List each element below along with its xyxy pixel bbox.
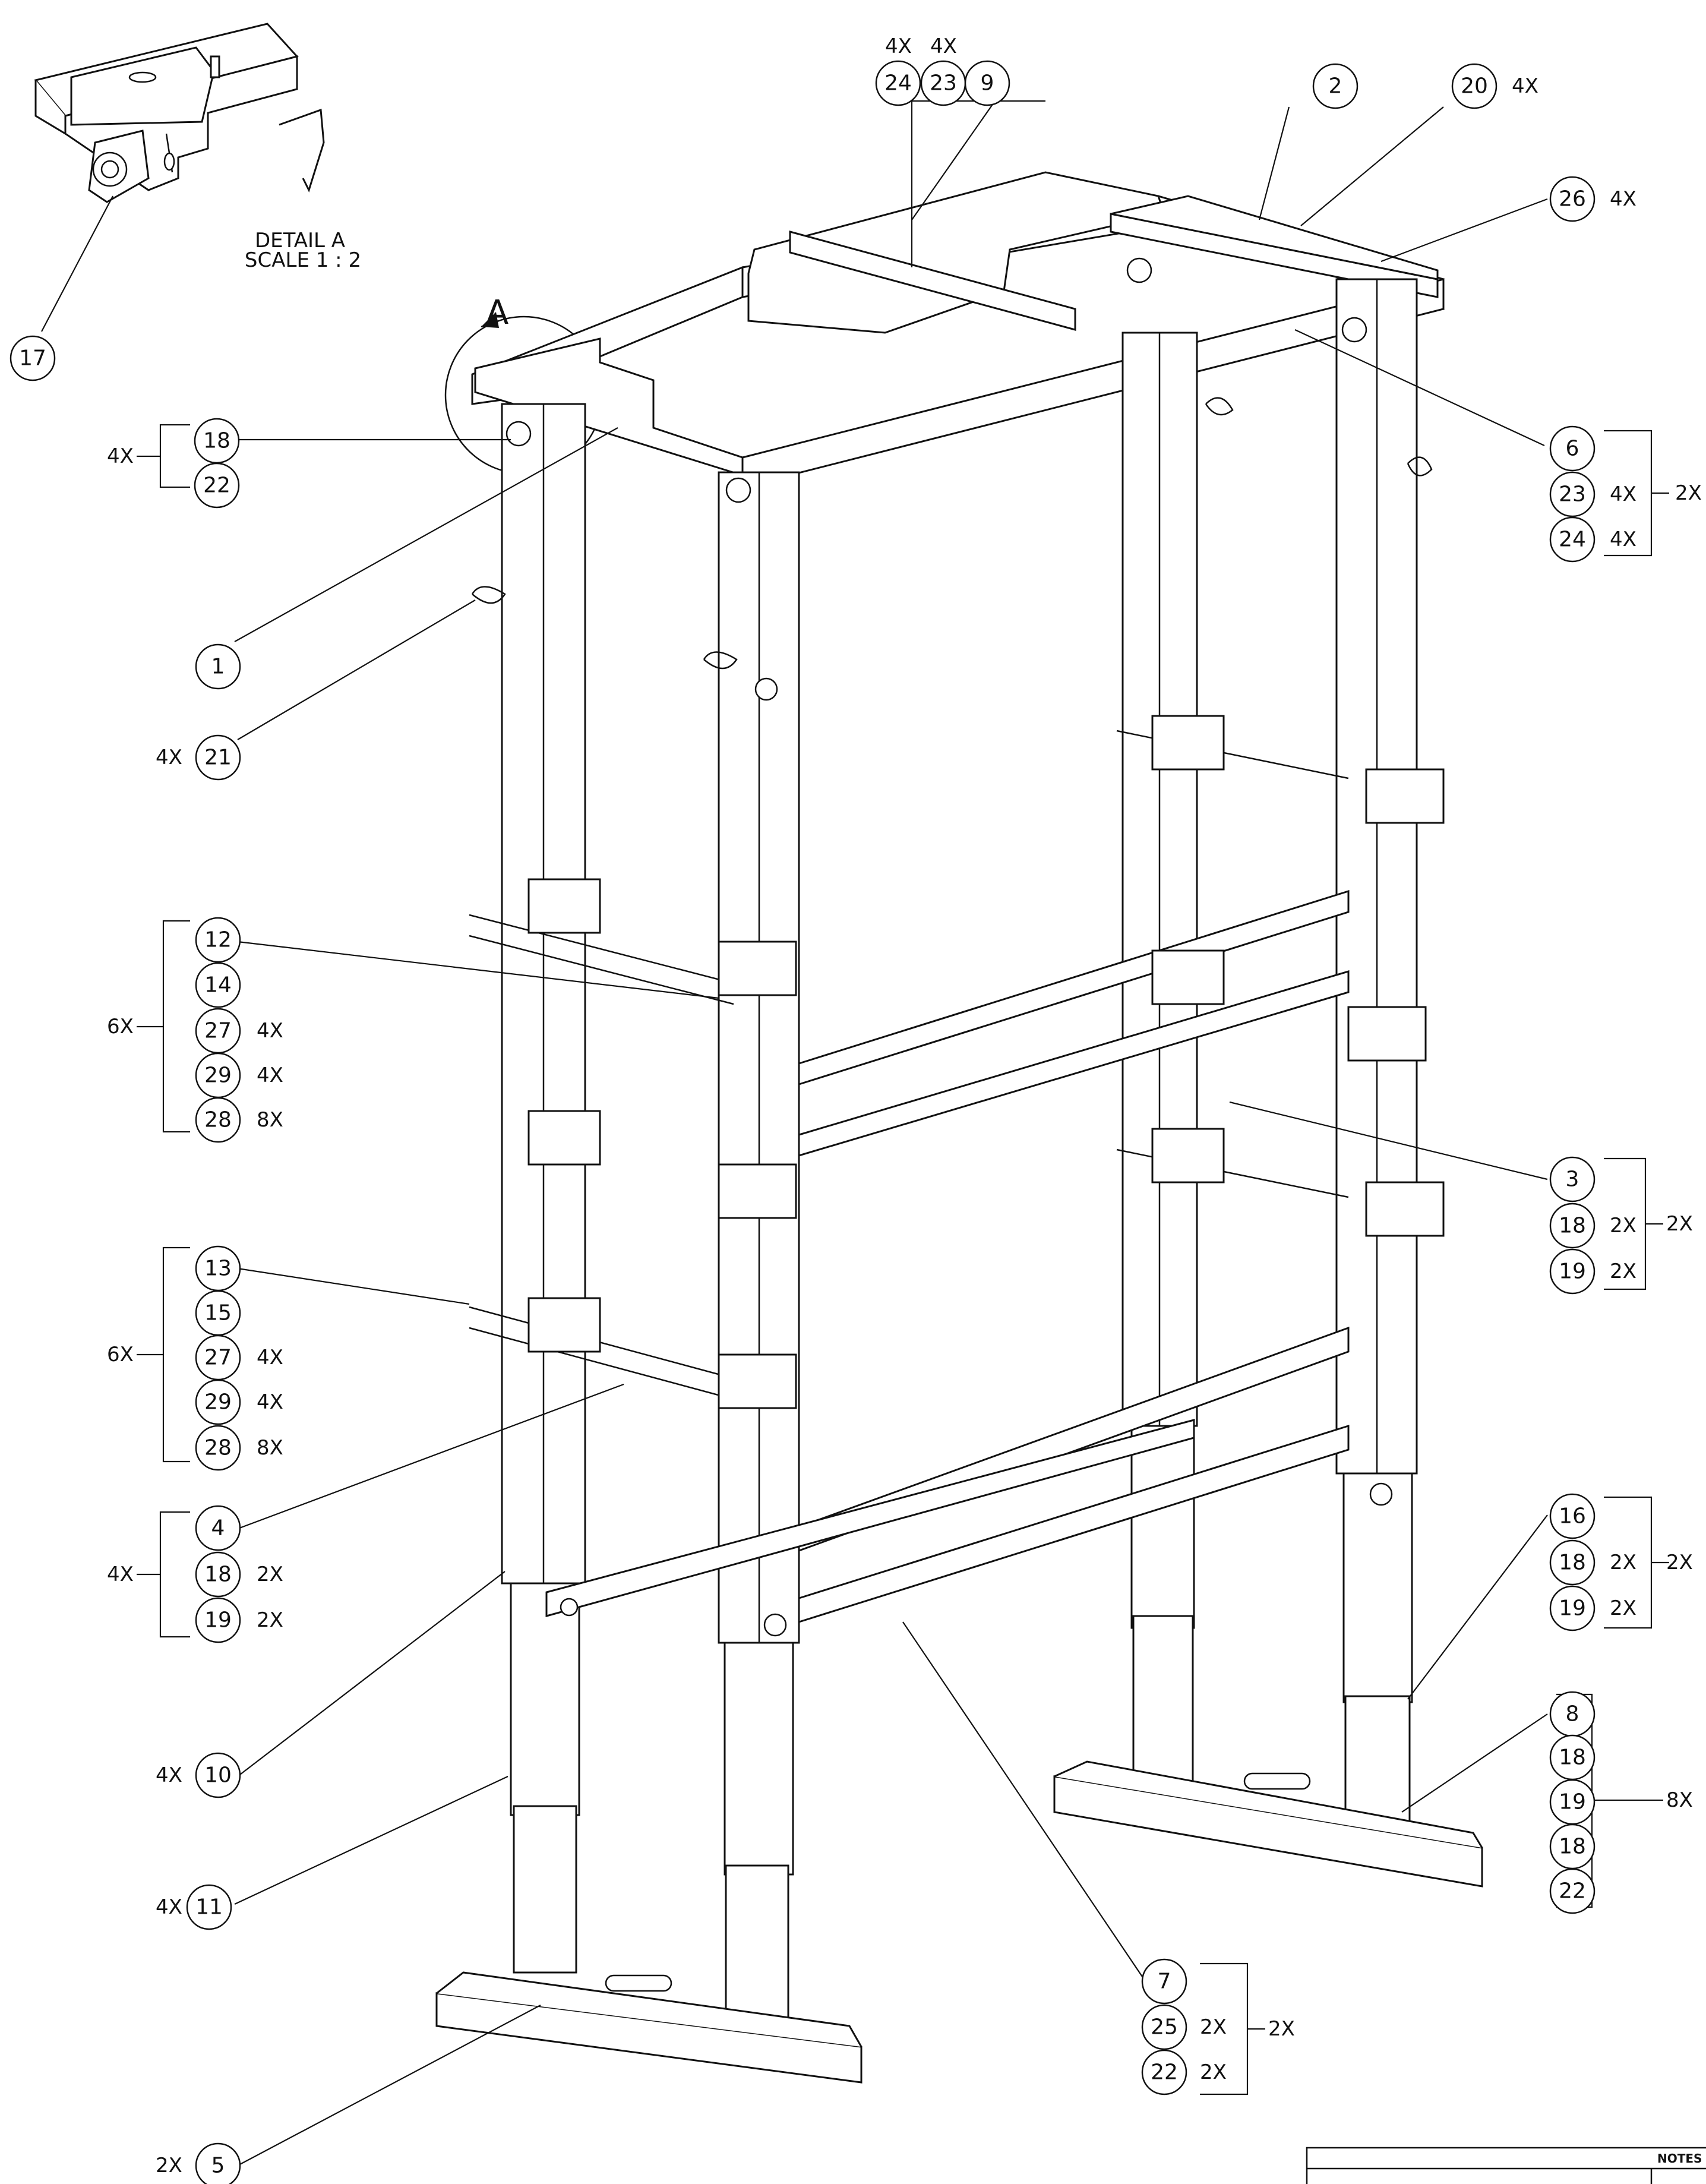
qty-5: 2X (156, 2154, 182, 2177)
qty-18-b: 2X (1610, 1214, 1637, 1238)
qty-18-d: 2X (1610, 1551, 1637, 1574)
balloons: 17 24 23 9 2 20 26 18 22 1 21 6 23 24 12… (10, 60, 1596, 2184)
balloon-23-top: 23 (930, 71, 957, 96)
qty-24-right: 4X (1610, 528, 1637, 551)
balloon-13: 13 (204, 1257, 232, 1281)
notes-block (1306, 2147, 1706, 2184)
balloon-28-a: 28 (204, 1108, 232, 1132)
balloon-26: 26 (1559, 187, 1586, 212)
balloon-16: 16 (1559, 1504, 1586, 1529)
qty-group-4: 4X (107, 1563, 134, 1586)
detail-title: DETAIL A (255, 229, 345, 253)
balloon-10: 10 (204, 1763, 232, 1788)
balloon-5: 5 (211, 2154, 225, 2178)
balloon-18-c: 18 (204, 1563, 232, 1587)
balloon-11: 11 (195, 1895, 223, 1920)
balloon-22-f: 22 (1559, 1879, 1586, 1904)
notes-title: NOTES A (1657, 2151, 1706, 2166)
qty-24-top: 4X (885, 34, 912, 58)
frame-assembly (435, 171, 1483, 2084)
balloon-25: 25 (1151, 2015, 1178, 2040)
balloon-20: 20 (1461, 74, 1488, 99)
qty-19-d: 2X (1610, 1596, 1637, 1620)
qty-25: 2X (1200, 2015, 1227, 2039)
balloon-28-b: 28 (204, 1436, 232, 1460)
qty-26: 4X (1610, 187, 1637, 211)
balloon-19-b: 19 (1559, 1260, 1586, 1284)
qty-29-a: 4X (257, 1063, 283, 1087)
balloon-18-e: 18 (1559, 1746, 1586, 1770)
balloon-23-right: 23 (1559, 482, 1586, 507)
qty-28-b: 8X (257, 1436, 283, 1460)
qty-23-top: 4X (930, 34, 957, 58)
qty-22-g: 2X (1200, 2060, 1227, 2084)
balloon-22-a: 22 (203, 474, 230, 498)
qty-group-3: 2X (1666, 1212, 1693, 1236)
balloon-2: 2 (1329, 74, 1342, 99)
balloon-12: 12 (204, 928, 232, 952)
balloon-19-d: 19 (1559, 1596, 1586, 1621)
balloon-18-a: 18 (203, 429, 230, 453)
qty-19-b: 2X (1610, 1260, 1637, 1283)
balloon-24-top: 24 (884, 71, 912, 96)
balloon-19-c: 19 (204, 1608, 232, 1633)
balloon-9: 9 (981, 71, 994, 96)
qty-group-18-22: 4X (107, 444, 134, 468)
balloon-7: 7 (1158, 1970, 1171, 1994)
balloon-18-f: 18 (1559, 1835, 1586, 1859)
balloon-15: 15 (204, 1301, 232, 1325)
qty-27-a: 4X (257, 1019, 283, 1043)
balloon-24-right: 24 (1559, 528, 1586, 552)
view-letter-a: A (486, 293, 508, 332)
qty-29-b: 4X (257, 1390, 283, 1414)
qty-group-12: 6X (107, 1015, 134, 1039)
detail-scale: SCALE 1 : 2 (245, 248, 361, 272)
qty-group-16: 2X (1666, 1551, 1693, 1574)
qty-21: 4X (156, 746, 182, 769)
qty-10: 4X (156, 1763, 182, 1787)
qty-23-right: 4X (1610, 482, 1637, 506)
qty-19-c: 2X (257, 1608, 283, 1632)
detail-a-view (34, 23, 325, 203)
balloon-22-g: 22 (1151, 2060, 1178, 2085)
qty-group-7: 2X (1268, 2017, 1295, 2041)
balloon-1: 1 (211, 655, 225, 679)
balloon-21: 21 (204, 746, 232, 770)
balloon-29-a: 29 (204, 1063, 232, 1088)
qty-group-13: 6X (107, 1343, 134, 1366)
balloon-3: 3 (1566, 1167, 1579, 1192)
qty-20: 4X (1512, 74, 1538, 98)
balloon-29-b: 29 (204, 1390, 232, 1415)
balloon-8: 8 (1566, 1702, 1579, 1727)
balloon-18-d: 18 (1559, 1551, 1586, 1575)
balloon-18-b: 18 (1559, 1214, 1586, 1238)
qty-28-a: 8X (257, 1108, 283, 1132)
qty-18-c: 2X (257, 1563, 283, 1586)
quantity-labels: 4X 4X 4X 4X 4X 4X 4X 4X 2X 6X 4X 4X 8X 6… (107, 34, 1702, 2177)
balloon-14: 14 (204, 973, 232, 998)
qty-group-6: 2X (1675, 481, 1702, 505)
balloon-27-b: 27 (204, 1346, 232, 1370)
qty-11: 4X (156, 1895, 182, 1919)
balloon-27-a: 27 (204, 1019, 232, 1043)
qty-27-b: 4X (257, 1346, 283, 1369)
balloon-19-e: 19 (1559, 1790, 1586, 1814)
balloon-17: 17 (19, 346, 46, 371)
balloon-6: 6 (1566, 437, 1579, 461)
balloon-4: 4 (211, 1516, 225, 1541)
qty-group-8: 8X (1666, 1788, 1693, 1812)
